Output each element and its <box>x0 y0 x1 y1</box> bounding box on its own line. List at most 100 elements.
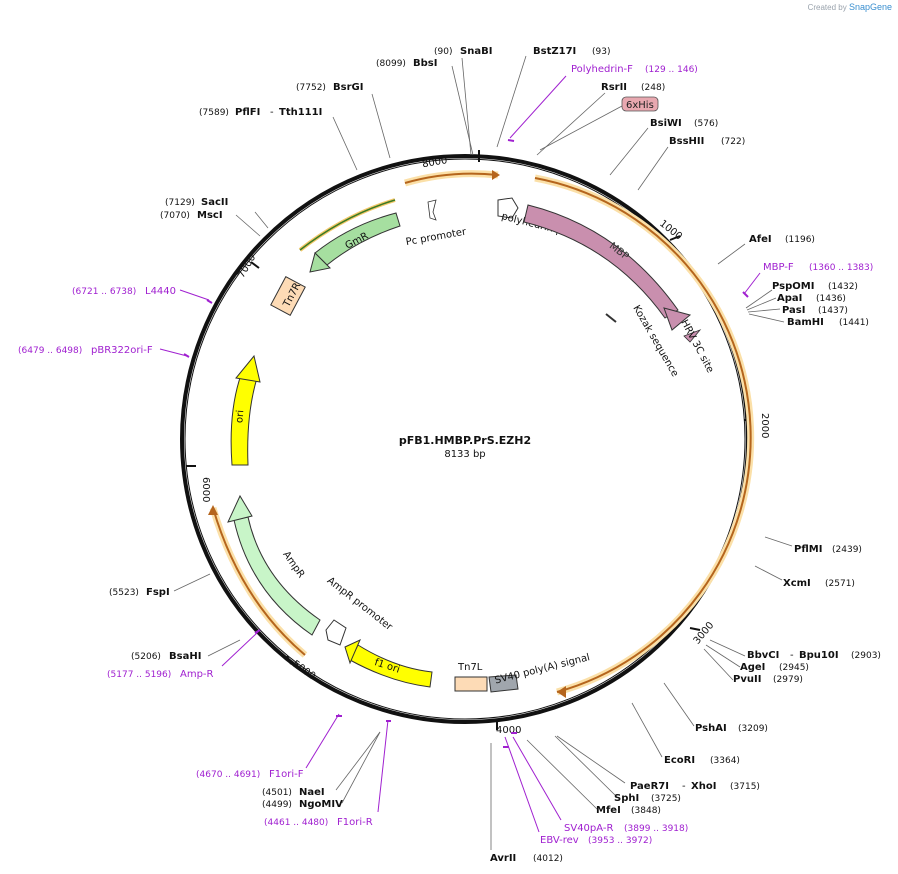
primer-name-l4440: L4440 <box>145 286 176 297</box>
polyhedrin-promoter-shape <box>497 197 519 219</box>
enzyme-name-sphi: SphI <box>614 793 639 804</box>
enzyme-name-agei: AgeI <box>740 662 765 673</box>
enzyme-name-pshai: PshAI <box>695 723 727 734</box>
primer-range-sv40pa-r: (3899 .. 3918) <box>624 824 688 834</box>
primer-range-f1ori-r: (4461 .. 4480) <box>264 818 328 828</box>
plasmid-name: pFB1.HMBP.PrS.EZH2 <box>399 434 531 447</box>
orf-top-head <box>492 170 500 180</box>
enzyme-pos-xcmi: (2571) <box>825 579 855 589</box>
brand-name: SnapGene <box>848 2 892 12</box>
enzyme-name-paer7i: PaeR7I <box>630 781 669 792</box>
primer-range-pbr322ori-f: (6479 .. 6498) <box>18 346 82 356</box>
enzyme-pos-pasi: (1437) <box>818 306 848 316</box>
enzyme-sep-bbvci: - <box>790 650 794 661</box>
enzyme-name-bamhi: BamHI <box>787 317 824 328</box>
enzyme-pos-bsrgi: (7752) <box>296 83 326 93</box>
tick-marks <box>186 150 752 730</box>
primer-range-ebv-rev: (3953 .. 3972) <box>588 836 652 846</box>
primer-labels: Polyhedrin-F (129 .. 146) MBP-F (1360 ..… <box>18 64 873 846</box>
primer-name-mbp-f: MBP-F <box>763 262 794 273</box>
enzyme-pos-pflfi: (7589) <box>199 108 229 118</box>
brand-prefix: Created by <box>807 3 847 12</box>
primer-range-polyhedrin-f: (129 .. 146) <box>645 65 698 75</box>
tick-label-8000: 8000 <box>421 155 448 170</box>
enzyme-pos-ecori: (3364) <box>710 756 740 766</box>
enzyme-pos-pshai: (3209) <box>738 724 768 734</box>
ori-label: ori <box>234 410 246 424</box>
enzyme-name-bpu10i: Bpu10I <box>799 650 839 661</box>
enzyme-name-ecori: EcoRI <box>664 755 695 766</box>
primer-name-sv40pa-r: SV40pA-R <box>564 823 613 834</box>
primer-ticks <box>183 139 749 748</box>
his-tag-leader <box>539 105 623 151</box>
enzyme-name-sacii: SacII <box>201 197 228 208</box>
enzyme-name-bstz17i: BstZ17I <box>533 46 576 57</box>
hrv3c-shape <box>683 329 702 343</box>
ampr-promoter-shape <box>325 619 347 646</box>
his-tag-box <box>621 96 659 112</box>
orf-top <box>404 172 499 184</box>
primer-range-amp-r: (5177 .. 5196) <box>107 670 171 680</box>
enzyme-pos-snabi: (90) <box>434 47 452 57</box>
enzyme-pos-mfei: (3848) <box>631 806 661 816</box>
backbone-inner <box>184 158 746 720</box>
enzyme-leaders <box>173 55 793 850</box>
ori-arrow-head <box>235 354 261 383</box>
enzyme-name-pvuii: PvuII <box>733 674 761 685</box>
enzyme-pos-apai: (1436) <box>816 294 846 304</box>
tn7l-label: Tn7L <box>457 662 483 673</box>
enzyme-name-bbvci: BbvCI <box>747 650 779 661</box>
enzyme-labels: (90) SnaBI BstZ17I (93) (8099) BbsI (775… <box>109 46 881 864</box>
enzyme-sep-paer7i: - <box>682 781 686 792</box>
enzyme-pos-xhoi: (3715) <box>730 782 760 792</box>
tick-label-3000: 3000 <box>692 620 717 647</box>
enzyme-pos-pflmi: (2439) <box>832 545 862 555</box>
primer-range-f1ori-f: (4670 .. 4691) <box>196 770 260 780</box>
enzyme-name-naei: NaeI <box>299 787 325 798</box>
enzyme-name-bsrgi: BsrGI <box>333 82 363 93</box>
ampr-arrow-body <box>233 516 321 636</box>
enzyme-pos-agei: (2945) <box>779 663 809 673</box>
enzyme-name-tth111i: Tth111I <box>279 107 322 118</box>
orf-left-head <box>208 505 218 515</box>
tn7l-box <box>454 676 488 692</box>
gmr-line <box>299 199 396 251</box>
primer-leaders <box>159 75 761 833</box>
mbp-arrow-body <box>523 204 679 319</box>
enzyme-name-fspi: FspI <box>146 587 170 598</box>
f1ori-arrow-body <box>349 644 433 688</box>
enzyme-name-ngomiv: NgoMIV <box>299 799 343 810</box>
primer-name-polyhedrin-f: Polyhedrin-F <box>571 64 633 75</box>
gmr-arrow-body <box>314 212 401 266</box>
snapgene-watermark: Created by SnapGene <box>808 2 892 12</box>
ampr-label: AmpR <box>280 549 306 580</box>
enzyme-pos-bstz17i: (93) <box>592 47 610 57</box>
enzyme-pos-afei: (1196) <box>785 235 815 245</box>
enzyme-name-bbsi: BbsI <box>413 58 437 69</box>
enzyme-name-xcmi: XcmI <box>783 578 811 589</box>
primer-range-mbp-f: (1360 .. 1383) <box>809 263 873 273</box>
enzyme-name-bsahi: BsaHI <box>169 651 201 662</box>
enzyme-name-pflfi: PflFI <box>235 107 260 118</box>
plasmid-size: 8133 bp <box>444 449 485 460</box>
enzyme-name-afei: AfeI <box>749 234 772 245</box>
orf-left <box>212 507 306 656</box>
tick-label-2000: 2000 <box>759 413 770 438</box>
enzyme-pos-sacii: (7129) <box>165 198 195 208</box>
primer-name-f1ori-f: F1ori-F <box>269 769 304 780</box>
enzyme-pos-sphi: (3725) <box>651 794 681 804</box>
primer-name-amp-r: Amp-R <box>180 669 214 680</box>
tick-label-4000: 4000 <box>496 725 521 736</box>
enzyme-pos-ngomiv: (4499) <box>262 800 292 810</box>
enzyme-pos-msci: (7070) <box>160 211 190 221</box>
kozak-mark <box>605 313 617 323</box>
sv40-label: SV40 poly(A) signal <box>494 652 591 686</box>
primer-range-l4440: (6721 .. 6738) <box>72 287 136 297</box>
pc-promoter-label: Pc promoter <box>405 226 468 248</box>
gmr-arrow-head <box>309 252 332 273</box>
enzyme-name-mfei: MfeI <box>596 805 621 816</box>
enzyme-pos-bsahi: (5206) <box>131 652 161 662</box>
enzyme-name-apai: ApaI <box>777 293 802 304</box>
enzyme-pos-bbsi: (8099) <box>376 59 406 69</box>
